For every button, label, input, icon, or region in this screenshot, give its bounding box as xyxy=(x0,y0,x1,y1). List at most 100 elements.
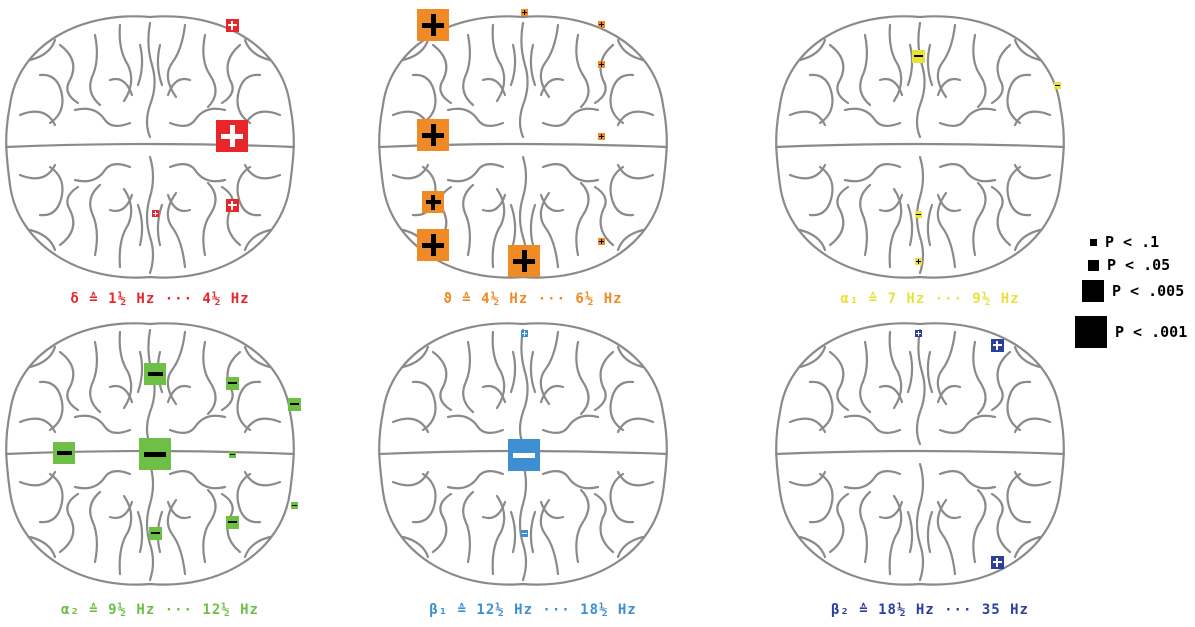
brain-sulcus xyxy=(108,384,134,404)
brain-sulcus xyxy=(166,77,192,97)
brain-sulcus xyxy=(593,492,615,554)
brain-sulcus xyxy=(936,330,957,406)
brain-sulcus xyxy=(168,470,227,490)
brain-sulcus xyxy=(145,328,156,446)
brain-sulcus xyxy=(808,380,834,432)
brain-sulcus xyxy=(236,380,262,432)
brain-outline xyxy=(774,322,1066,586)
brain-panel-alpha2: α₂ ≙ 9½ Hz ··· 12½ Hz xyxy=(0,312,320,622)
brain-sulcus xyxy=(136,510,144,554)
brain-sulcus xyxy=(878,77,904,97)
brain-sulcus xyxy=(616,470,655,487)
plus-icon xyxy=(430,14,436,36)
legend-square xyxy=(1088,259,1099,271)
brain-sulcus xyxy=(609,472,635,524)
brain-sulcus xyxy=(609,165,635,217)
panel-caption: ϑ ≙ 4½ Hz ··· 6½ Hz xyxy=(443,291,623,307)
brain-sulcus xyxy=(972,33,987,109)
plus-icon xyxy=(917,258,919,264)
brain-sulcus xyxy=(798,38,827,62)
brain-sulcus xyxy=(431,350,453,412)
brain-panel-delta: δ ≙ 1½ Hz ··· 4½ Hz xyxy=(0,5,320,315)
decrease-marker xyxy=(225,515,239,529)
brain-sulcus xyxy=(243,345,272,369)
brain-sulcus xyxy=(609,73,635,125)
brain-sulcus xyxy=(593,350,615,412)
brain-sulcus xyxy=(616,535,645,559)
brain-sulcus xyxy=(38,380,64,432)
brain-sulcus xyxy=(145,21,156,139)
brain-sulcus xyxy=(58,492,80,554)
brain-sulcus xyxy=(990,492,1012,554)
decrease-marker xyxy=(144,363,166,385)
brain-sulcus xyxy=(18,470,57,487)
brain-sulcus xyxy=(859,490,872,564)
brain-sulcus xyxy=(936,500,962,520)
brain-sulcus xyxy=(575,181,590,257)
brain-sulcus xyxy=(541,163,600,183)
brain-sulcus xyxy=(808,472,834,524)
brain-sulcus xyxy=(18,417,57,434)
brain-sulcus xyxy=(446,163,505,183)
plus-icon xyxy=(917,330,919,336)
brain-sulcus xyxy=(166,498,187,576)
brain-sulcus xyxy=(509,203,517,247)
brain-sulcus xyxy=(938,163,997,183)
brain-sulcus xyxy=(990,43,1012,105)
brain-sulcus xyxy=(236,165,262,217)
plus-icon xyxy=(996,340,998,350)
brain-sulcus xyxy=(529,43,537,87)
brain-sulcus xyxy=(462,340,475,414)
increase-marker xyxy=(216,120,248,152)
brain-sulcus xyxy=(136,203,144,247)
increase-marker xyxy=(417,9,449,41)
minus-icon xyxy=(1054,84,1060,86)
brain-sulcus xyxy=(462,183,475,257)
plus-icon xyxy=(600,133,602,139)
plus-icon xyxy=(600,238,602,244)
legend-square xyxy=(1075,316,1107,348)
brain-sulcus xyxy=(539,500,565,520)
decrease-marker xyxy=(290,501,298,509)
increase-marker xyxy=(990,338,1004,352)
brain-sulcus xyxy=(936,77,962,97)
brain-sulcus xyxy=(1013,470,1052,487)
minus-icon xyxy=(291,504,297,506)
brain-sulcus xyxy=(73,470,132,490)
brain-sulcus xyxy=(828,350,850,412)
brain-sulcus xyxy=(972,181,987,257)
brain-sulcus xyxy=(166,23,187,99)
brain-sulcus xyxy=(788,110,827,127)
brain-sulcus xyxy=(401,38,430,62)
minus-icon xyxy=(229,453,235,455)
brain-sulcus xyxy=(529,203,537,247)
brain-sulcus xyxy=(798,345,827,369)
brain-sulcus xyxy=(166,191,187,269)
brain-sulcus xyxy=(788,470,827,487)
brain-sulcus xyxy=(202,181,217,257)
brain-sulcus xyxy=(1013,535,1042,559)
increase-marker xyxy=(914,257,922,265)
plus-icon xyxy=(231,200,233,210)
decrease-marker xyxy=(139,438,171,470)
decrease-marker xyxy=(53,442,75,464)
brain-sulcus xyxy=(926,203,934,247)
brain-sulcus xyxy=(73,107,132,127)
brain-contour xyxy=(378,15,668,279)
increase-marker xyxy=(151,209,159,217)
brain-sulcus xyxy=(156,43,164,87)
decrease-marker xyxy=(148,526,162,540)
brain-sulcus xyxy=(509,510,517,554)
increase-marker xyxy=(597,237,605,245)
brain-sulcus xyxy=(401,345,430,369)
brain-outline xyxy=(377,322,669,586)
brain-panel-beta1: β₁ ≙ 12½ Hz ··· 18½ Hz xyxy=(373,312,693,622)
brain-sulcus xyxy=(788,163,827,180)
brain-sulcus xyxy=(1006,73,1032,125)
legend-label: P < .001 xyxy=(1115,323,1188,341)
brain-sulcus xyxy=(1013,110,1052,127)
brain-sulcus xyxy=(481,193,507,213)
minus-icon xyxy=(227,382,237,384)
brain-sulcus xyxy=(593,185,615,247)
plus-icon xyxy=(229,125,235,147)
